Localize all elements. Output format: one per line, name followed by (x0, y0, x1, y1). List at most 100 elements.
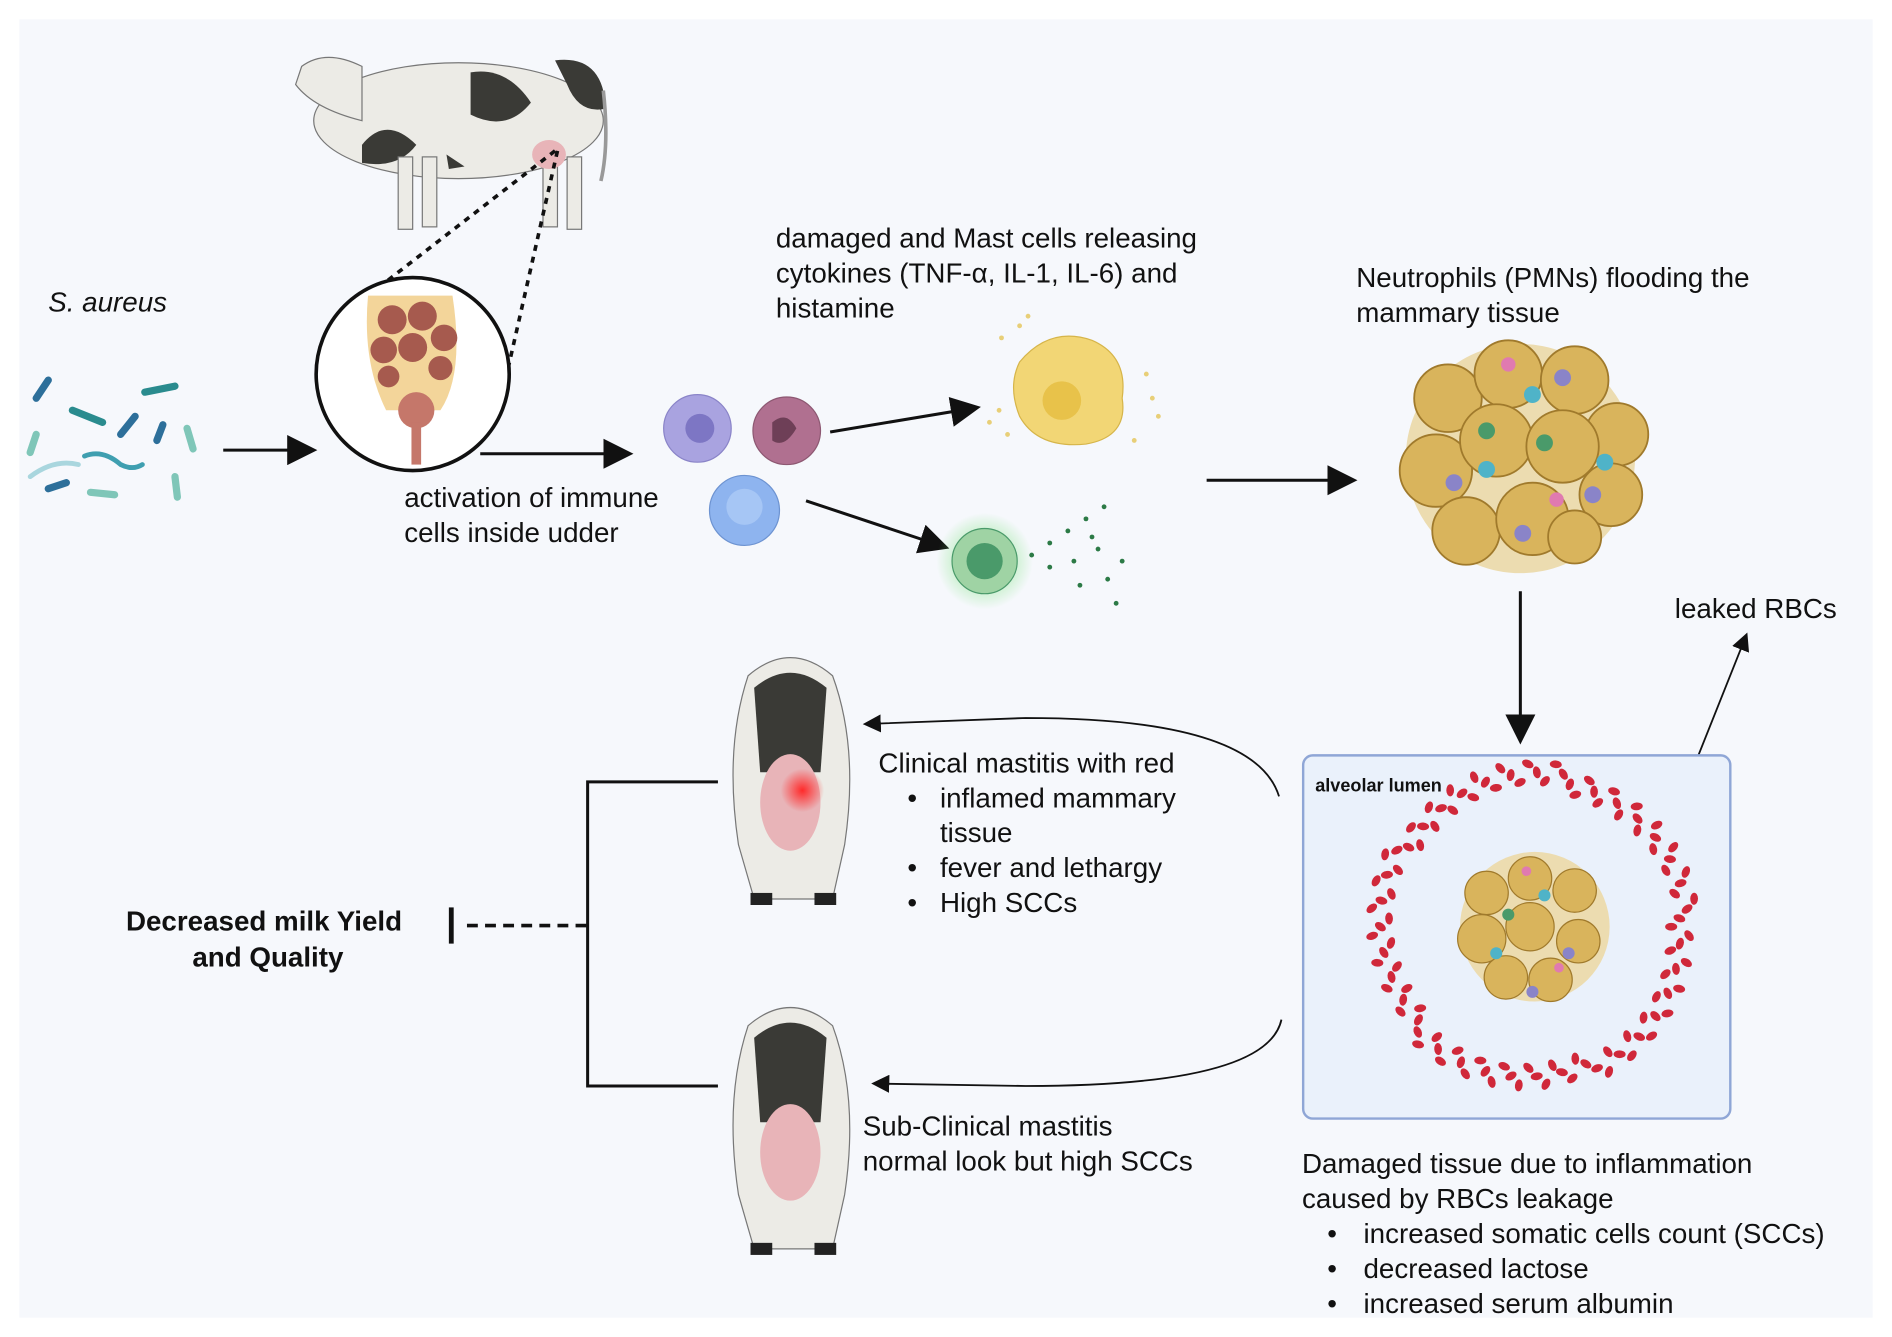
red-blood-cell (1381, 983, 1393, 993)
red-blood-cell (1366, 903, 1378, 914)
green-cell-illustration (936, 504, 1125, 610)
red-blood-cell (1371, 875, 1381, 887)
red-blood-cell (1649, 832, 1662, 842)
red-blood-cell (1474, 1056, 1487, 1065)
rbc-ring (1366, 759, 1698, 1092)
red-blood-cell (1565, 778, 1575, 791)
red-blood-cell (1460, 1068, 1470, 1080)
red-blood-cell (1613, 1050, 1626, 1059)
red-blood-cell (1379, 946, 1389, 958)
red-blood-cell (1567, 1073, 1578, 1084)
red-blood-cell (1391, 845, 1403, 855)
alveolar-tissue-illustration (1457, 851, 1610, 1003)
red-blood-cell (1387, 971, 1396, 983)
red-blood-cell (1681, 866, 1691, 878)
red-blood-cell (1392, 961, 1402, 972)
red-blood-cell (1495, 763, 1506, 774)
red-blood-cell (1665, 922, 1678, 931)
neutrophil-tissue-illustration (1398, 339, 1650, 574)
alveolar-lumen-label: alveolar lumen (1315, 776, 1442, 796)
red-blood-cell (1549, 760, 1562, 769)
clinical-cow-illustration (732, 657, 851, 905)
red-blood-cell (1498, 1062, 1510, 1071)
svg-text:tissue: tissue (940, 817, 1013, 848)
red-blood-cell (1392, 864, 1403, 875)
red-blood-cell (1612, 797, 1622, 810)
red-blood-cell (1395, 1006, 1406, 1017)
red-blood-cell (1435, 804, 1447, 813)
svg-text:•: • (1327, 1288, 1337, 1319)
red-blood-cell (1633, 824, 1642, 837)
red-blood-cell (1413, 1026, 1423, 1038)
red-blood-cell (1684, 930, 1694, 942)
red-blood-cell (1480, 1066, 1491, 1077)
svg-text:fever and lethargy: fever and lethargy (940, 852, 1162, 883)
red-blood-cell (1592, 798, 1604, 808)
mast-cells-label: damaged and Mast cells releasing cytokin… (776, 222, 1205, 323)
red-blood-cell (1580, 1059, 1592, 1069)
red-blood-cell (1673, 984, 1686, 993)
svg-text:increased serum albumin: increased serum albumin (1363, 1288, 1673, 1319)
red-blood-cell (1506, 769, 1515, 782)
red-blood-cell (1569, 790, 1582, 799)
red-blood-cell (1608, 787, 1620, 796)
neutrophils-label: Neutrophils (PMNs) flooding the mammary … (1356, 262, 1757, 328)
red-blood-cell (1480, 776, 1490, 788)
udder-gland-illustration (314, 275, 512, 473)
arrow-to-green-cell (805, 499, 950, 554)
red-blood-cell (1467, 793, 1480, 802)
subclinical-label: Sub-Clinical mastitis normal look but hi… (863, 1110, 1193, 1176)
svg-text:inflamed mammary: inflamed mammary (940, 782, 1176, 813)
red-blood-cell (1680, 957, 1692, 968)
red-blood-cell (1590, 785, 1598, 798)
bacteria-label: S. aureus (48, 286, 167, 317)
red-blood-cell (1664, 946, 1677, 955)
red-blood-cell (1489, 783, 1502, 792)
red-blood-cell (1663, 987, 1673, 999)
svg-text:•: • (907, 782, 917, 813)
clinical-mastitis-title: Clinical mastitis with red (878, 747, 1174, 778)
red-blood-cell (1381, 848, 1390, 861)
red-blood-cell (1555, 1068, 1568, 1077)
red-blood-cell (1558, 768, 1568, 780)
red-blood-cell (1591, 1064, 1603, 1073)
red-blood-cell (1446, 784, 1455, 797)
red-blood-cell (1627, 1050, 1637, 1062)
red-blood-cell (1604, 1065, 1614, 1078)
leaked-rbcs-label: leaked RBCs (1675, 593, 1837, 624)
arrow-to-mast-cell (829, 396, 981, 434)
red-blood-cell (1523, 1062, 1534, 1073)
red-blood-cell (1661, 1009, 1674, 1018)
svg-text:•: • (907, 887, 917, 918)
damaged-tissue-bullets: •increased somatic cells count (SCCs) •d… (1327, 1218, 1824, 1319)
red-blood-cell (1603, 1046, 1613, 1058)
red-blood-cell (1387, 888, 1396, 900)
red-blood-cell (1674, 879, 1687, 888)
red-blood-cell (1548, 1059, 1557, 1071)
red-blood-cell (1650, 820, 1663, 830)
red-blood-cell (1652, 991, 1661, 1003)
mast-cell-illustration (987, 313, 1161, 446)
red-blood-cell (1672, 962, 1680, 975)
clinical-bullets: • inflamed mammary tissue • fever and leth… (907, 782, 1176, 918)
red-blood-cell (1406, 822, 1416, 833)
red-blood-cell (1646, 1031, 1658, 1041)
immune-cells-illustration (663, 393, 822, 547)
red-blood-cell (1660, 969, 1671, 980)
red-blood-cell (1451, 1046, 1464, 1055)
svg-text:High SCCs: High SCCs (940, 887, 1077, 918)
red-blood-cell (1541, 1078, 1551, 1090)
red-blood-cell (1530, 1072, 1543, 1081)
red-blood-cell (1668, 842, 1679, 853)
red-blood-cell (1375, 896, 1388, 905)
red-blood-cell (1435, 1056, 1446, 1066)
red-blood-cell (1366, 931, 1379, 940)
red-blood-cell (1434, 1042, 1442, 1056)
red-blood-cell (1431, 1032, 1443, 1042)
red-blood-cell (1675, 937, 1684, 950)
damaged-tissue-label: Damaged tissue due to inflammation cause… (1302, 1148, 1760, 1214)
cow-side-illustration (294, 56, 608, 230)
svg-text:increased somatic cells count: increased somatic cells count (SCCs) (1363, 1218, 1824, 1249)
red-blood-cell (1401, 984, 1413, 993)
